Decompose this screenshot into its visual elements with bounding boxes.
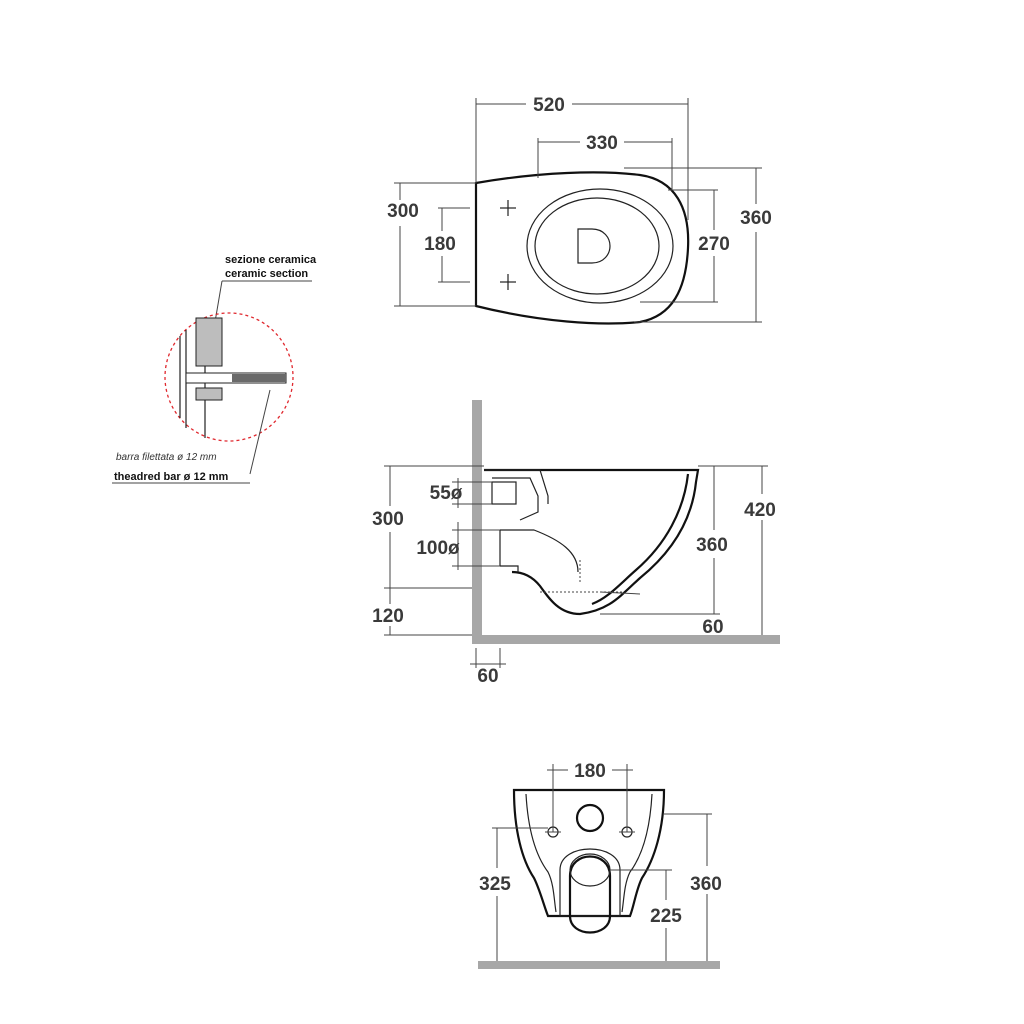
detail-label-en: ceramic section [225,268,308,280]
detail-label-it: sezione ceramica [225,254,317,266]
dim-side-height-left: 300 [372,509,404,530]
ceramic-section [195,317,223,367]
top-view-bowl-inner [534,197,660,295]
dim-top-height-right: 360 [740,208,772,229]
detail-circle [164,312,294,442]
side-floor [472,635,780,644]
side-wall [472,400,482,642]
dim-top-width: 520 [533,95,565,116]
dim-side-outlet: 100ø [416,538,460,559]
top-view-bowl [526,188,674,304]
side-view-outline [484,468,700,616]
back-view: 180 325 360 225 [478,761,722,969]
detail-bar-it: barra filettata ø 12 mm [116,452,217,463]
dim-top-seat: 330 [586,133,618,154]
top-view-outlet [577,228,611,264]
fixing-cross-bottom [500,274,516,290]
dim-side-outlet-height: 360 [696,535,728,556]
dim-side-floor-offset: 120 [372,606,404,627]
fixing-cross-top [500,200,516,216]
dim-side-total-height: 420 [744,500,776,521]
back-floor [478,961,720,969]
dim-back-outlet-height: 225 [650,906,682,927]
side-view: 55ø 100ø 300 120 60 360 420 60 [372,400,780,687]
dim-top-height-left: 300 [387,201,419,222]
back-view-outline [512,788,666,918]
back-inlet [575,803,605,833]
dim-side-front-offset: 60 [702,617,723,638]
dim-top-bowl: 270 [698,234,730,255]
dim-side-wall-offset: 60 [477,666,498,687]
top-view: 520 330 300 180 270 360 [387,95,772,325]
dim-back-right-height: 360 [690,874,722,895]
detail-bar-en: theadred bar ø 12 mm [114,471,229,483]
dim-top-fixing: 180 [424,234,456,255]
top-view-outline [474,171,690,325]
dim-back-left-height: 325 [479,874,511,895]
dim-back-fixing: 180 [574,761,606,782]
dim-side-inlet: 55ø [430,483,463,504]
section-detail: sezione ceramica ceramic section barra f… [112,254,317,484]
back-outlet [568,855,612,934]
